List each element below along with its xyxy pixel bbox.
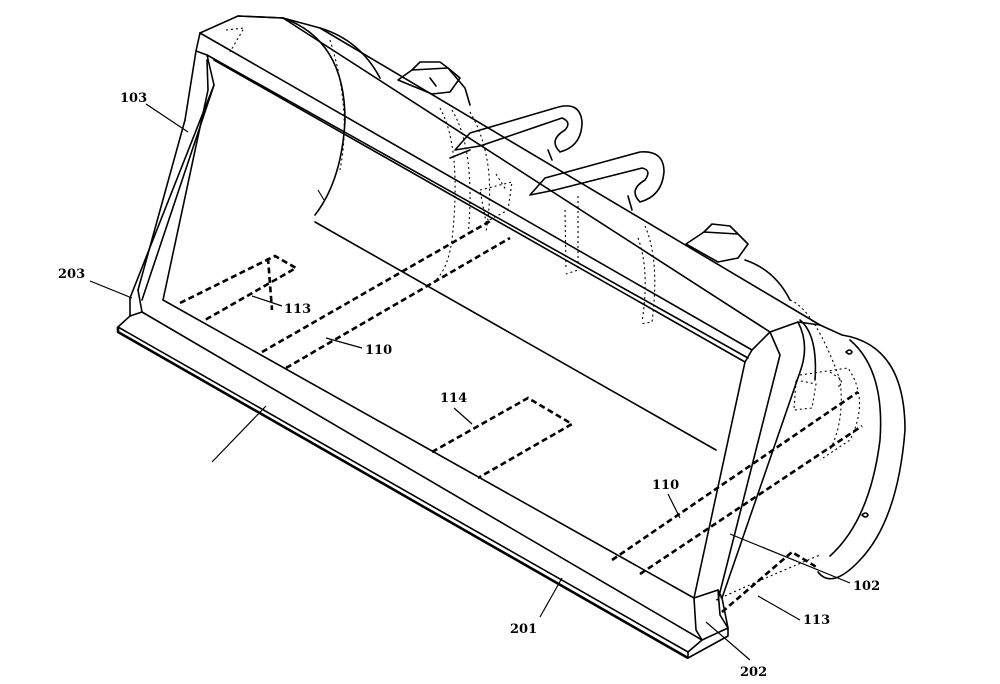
leader-110-left bbox=[325, 337, 363, 349]
wear-plate-114 bbox=[431, 396, 575, 480]
wear-plate-113-left bbox=[179, 254, 299, 322]
label-113-right: 113 bbox=[803, 613, 830, 628]
leader-103 bbox=[145, 103, 189, 133]
top-bracket-left bbox=[397, 61, 471, 106]
wear-plate-113-right bbox=[721, 550, 819, 613]
reference-labels: 103 203 113 110 114 110 102 113 201 202 bbox=[58, 91, 880, 680]
right-side-plate bbox=[693, 299, 906, 601]
mounting-hook-right bbox=[529, 151, 665, 211]
label-202: 202 bbox=[740, 665, 767, 680]
leader-201 bbox=[539, 577, 563, 618]
label-103: 103 bbox=[120, 91, 147, 106]
wear-strip-110-left bbox=[261, 218, 511, 370]
leader-lines bbox=[89, 103, 851, 661]
hidden-bracket-details bbox=[435, 107, 656, 325]
wear-strip-110-right bbox=[611, 390, 863, 576]
left-side-plate bbox=[129, 15, 284, 317]
label-110-right: 110 bbox=[652, 478, 679, 493]
leader-203 bbox=[89, 280, 133, 299]
back-wall bbox=[282, 17, 717, 451]
leader-114 bbox=[453, 407, 473, 425]
top-bracket-right bbox=[685, 223, 791, 301]
leader-110-right bbox=[667, 493, 681, 519]
leader-unlabeled bbox=[211, 405, 267, 463]
leader-113-left bbox=[251, 295, 283, 307]
leader-113-right bbox=[757, 595, 801, 621]
label-102: 102 bbox=[853, 579, 880, 594]
bucket-floor bbox=[162, 299, 821, 601]
cutting-edge bbox=[116, 311, 729, 660]
leader-102 bbox=[729, 533, 851, 584]
label-201: 201 bbox=[510, 622, 537, 637]
label-203: 203 bbox=[58, 267, 85, 282]
top-rim bbox=[199, 15, 821, 363]
leader-202 bbox=[705, 621, 751, 661]
label-110-left: 110 bbox=[365, 343, 392, 358]
label-114: 114 bbox=[440, 391, 467, 406]
mounting-hook-left bbox=[449, 105, 583, 161]
label-113-left: 113 bbox=[284, 302, 311, 317]
corner-reinforcement bbox=[693, 589, 729, 641]
